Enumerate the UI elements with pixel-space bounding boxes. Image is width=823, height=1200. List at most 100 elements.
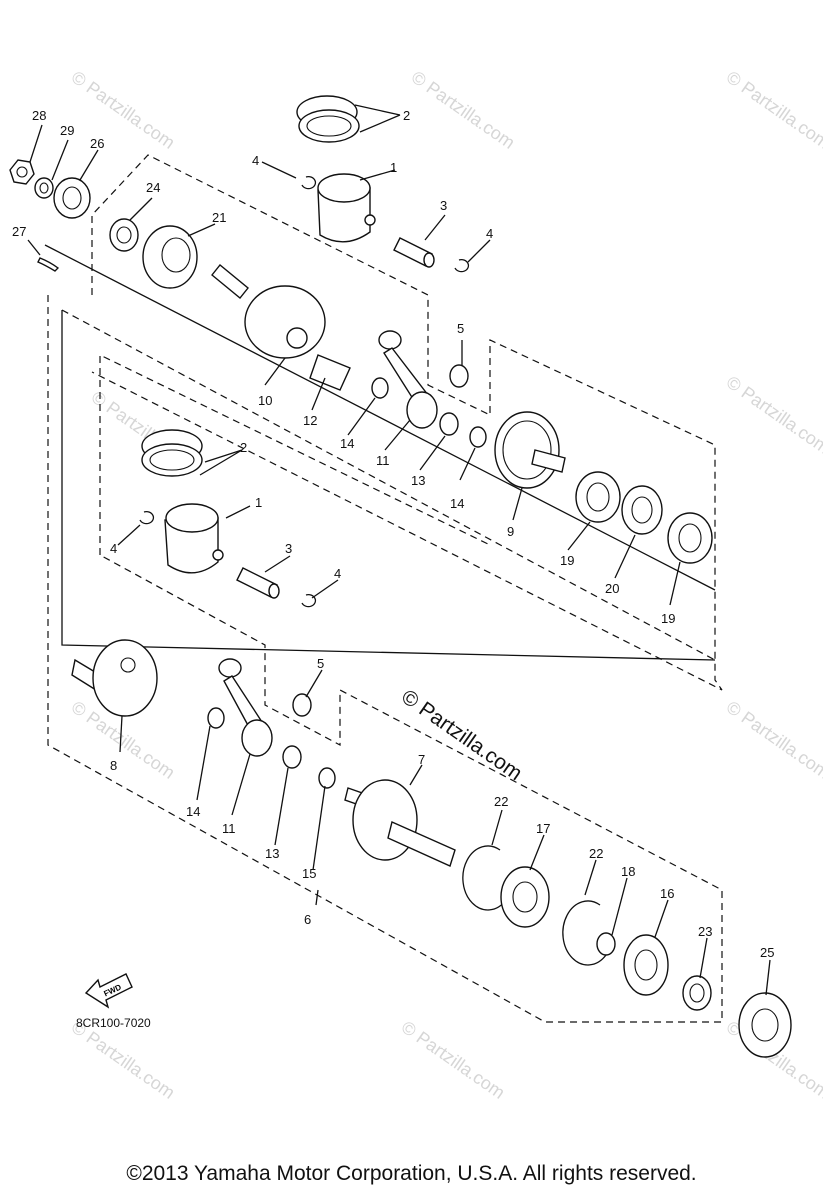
callout-4: 4 (110, 541, 117, 556)
callout-2: 2 (403, 108, 410, 123)
diagram-code: 8CR100-7020 (76, 1016, 151, 1030)
washer-18 (596, 932, 616, 956)
callout-3: 3 (285, 541, 292, 556)
washer-15 (318, 767, 336, 789)
conrod-11-upper (378, 330, 438, 429)
needle-bearing-12 (309, 354, 351, 391)
upper-circlip-right (454, 258, 470, 273)
crank-half-10 (211, 264, 326, 359)
watermark: © Partzilla.com (723, 67, 823, 153)
seal-26 (53, 177, 91, 219)
callout-28: 28 (32, 108, 46, 123)
lower-circlip-left (139, 510, 155, 525)
bearing-17 (500, 866, 550, 928)
callout-14: 14 (450, 496, 464, 511)
bearing-19-b (667, 512, 713, 564)
fwd-arrow-icon: FWD (84, 973, 133, 1009)
nut-28 (9, 159, 35, 185)
callout-numbers: 28 29 26 27 24 21 2 4 1 3 4 5 10 12 14 1… (12, 108, 774, 960)
leader-lines (27, 104, 771, 996)
lower-circlip-right (301, 593, 317, 608)
upper-crank-outline (91, 154, 723, 691)
callout-19: 19 (661, 611, 675, 626)
lower-piston-pin (236, 567, 280, 599)
key-27 (37, 257, 60, 272)
callout-7: 7 (418, 752, 425, 767)
crankshaft-frame-line (61, 310, 716, 661)
callout-8: 8 (110, 758, 117, 773)
callout-21: 21 (212, 210, 226, 225)
callout-1: 1 (390, 160, 397, 175)
collar-24 (109, 218, 139, 252)
callout-5: 5 (317, 656, 324, 671)
callout-17: 17 (536, 821, 550, 836)
upper-piston-pin (393, 237, 435, 268)
assembly-outlines (44, 154, 723, 1023)
lower-piston (164, 503, 224, 574)
circlip-22-a (462, 845, 507, 911)
callout-20: 20 (605, 581, 619, 596)
callout-13: 13 (265, 846, 279, 861)
watermark: © Partzilla.com (68, 67, 179, 153)
watermark: © Partzilla.com (398, 1017, 509, 1103)
upper-circlip-left (301, 175, 317, 190)
bearing-21 (142, 225, 198, 289)
copyright-footer: ©2013 Yamaha Motor Corporation, U.S.A. A… (126, 1162, 697, 1185)
crank-half-8 (71, 639, 158, 717)
upper-piston-rings (296, 95, 360, 143)
watermark: © Partzilla.com (408, 67, 519, 153)
lower-crank-outline (99, 354, 491, 555)
washer-14-lower (207, 707, 225, 729)
bearing-5-upper (449, 364, 469, 388)
washer-14-upper-b (469, 426, 487, 448)
bearing-19-a (575, 471, 621, 523)
callout-16: 16 (660, 886, 674, 901)
callout-12: 12 (303, 413, 317, 428)
watermarks: © Partzilla.com © Partzilla.com © Partzi… (68, 67, 823, 1103)
circlip-22-b (562, 900, 607, 966)
callout-26: 26 (90, 136, 104, 151)
callout-22: 22 (494, 794, 508, 809)
callout-15: 15 (302, 866, 316, 881)
callout-25: 25 (760, 945, 774, 960)
callout-14: 14 (340, 436, 354, 451)
callout-23: 23 (698, 924, 712, 939)
crank-half-7 (344, 779, 456, 867)
callout-4: 4 (252, 153, 259, 168)
collar-23 (682, 975, 712, 1011)
watermark-main: © Partzilla.com (397, 685, 526, 785)
labyrinth-seal-20 (621, 485, 663, 535)
callout-4: 4 (486, 226, 493, 241)
crank-half-9 (494, 411, 566, 489)
bearing-13-lower (282, 745, 302, 769)
callout-11: 11 (222, 821, 236, 836)
callout-2: 2 (240, 440, 247, 455)
callout-29: 29 (60, 123, 74, 138)
bearing-16 (623, 934, 669, 996)
callout-27: 27 (12, 224, 26, 239)
callout-3: 3 (440, 198, 447, 213)
callout-19: 19 (560, 553, 574, 568)
callout-5: 5 (457, 321, 464, 336)
washer-14-upper (371, 377, 389, 399)
watermark: © Partzilla.com (723, 372, 823, 458)
callout-13: 13 (411, 473, 425, 488)
upper-axis-line (44, 244, 716, 591)
upper-piston (317, 173, 376, 243)
bearing-13-upper (439, 412, 459, 436)
lower-crank-outline-2 (47, 295, 723, 1023)
callout-1: 1 (255, 495, 262, 510)
callout-14: 14 (186, 804, 200, 819)
callout-22: 22 (589, 846, 603, 861)
seal-25 (738, 992, 792, 1058)
callout-4: 4 (334, 566, 341, 581)
callout-24: 24 (146, 180, 160, 195)
lower-piston-rings (141, 429, 203, 477)
callout-6: 6 (304, 912, 311, 927)
washer-29 (34, 177, 54, 199)
callout-10: 10 (258, 393, 272, 408)
watermark: © Partzilla.com (723, 697, 823, 783)
callout-18: 18 (621, 864, 635, 879)
conrod-11-lower (218, 658, 273, 757)
